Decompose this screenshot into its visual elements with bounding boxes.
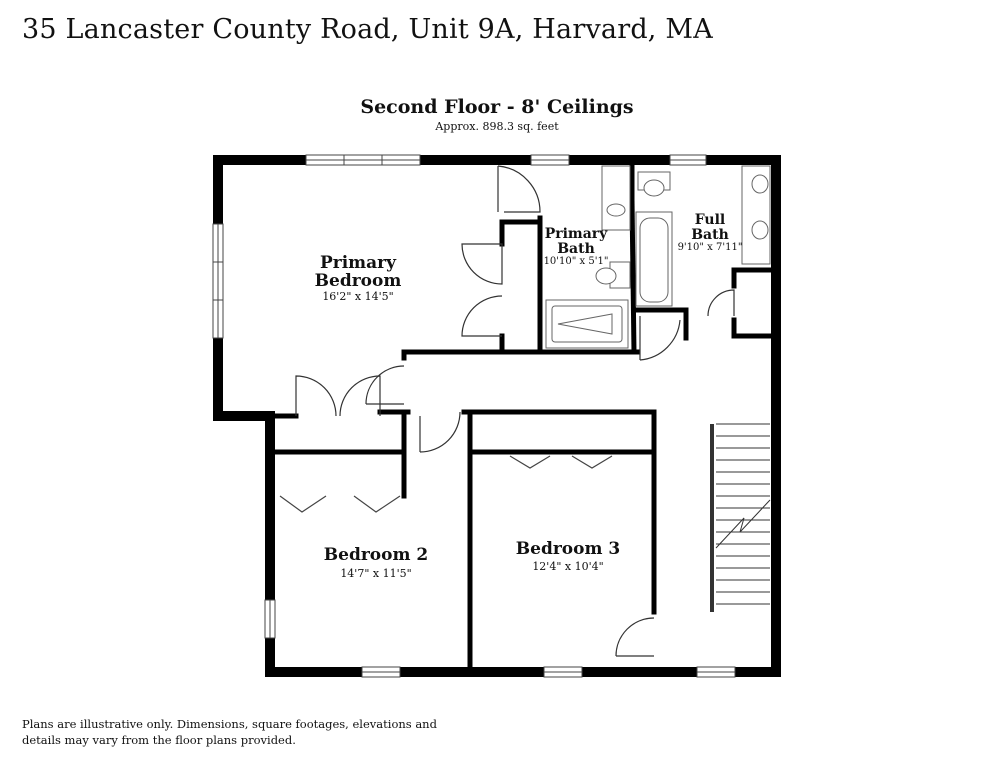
- room-name: Bedroom 2: [324, 545, 428, 565]
- room-name: Bedroom 3: [516, 539, 620, 559]
- room-name: Primary: [545, 226, 608, 242]
- room-dimensions: 12'4" x 10'4": [532, 560, 603, 573]
- closet-doors: [279, 455, 613, 513]
- room-labels: Primary Bedroom 16'2" x 14'5" Primary Ba…: [315, 212, 743, 580]
- disclaimer: Plans are illustrative only. Dimensions,…: [22, 717, 437, 747]
- room-dimensions: 9'10" x 7'11": [678, 242, 743, 253]
- property-address: 35 Lancaster County Road, Unit 9A, Harva…: [22, 14, 713, 45]
- room-dimensions: 10'10" x 5'1": [544, 256, 609, 267]
- windows: [212, 154, 736, 678]
- room-name: Bath: [691, 227, 729, 243]
- room-name: Bedroom: [315, 271, 402, 291]
- stairs: [710, 423, 771, 612]
- doors: [295, 165, 735, 657]
- bath-fixtures: [545, 165, 771, 349]
- interior-walls: [271, 159, 773, 671]
- floor-title: Second Floor - 8' Ceilings: [360, 96, 634, 118]
- room-dimensions: 14'7" x 11'5": [340, 567, 411, 580]
- room-name: Full: [695, 212, 726, 228]
- room-name: Bath: [557, 241, 595, 257]
- room-name: Primary: [320, 253, 397, 273]
- floor-area: Approx. 898.3 sq. feet: [435, 120, 559, 133]
- room-dimensions: 16'2" x 14'5": [322, 290, 393, 303]
